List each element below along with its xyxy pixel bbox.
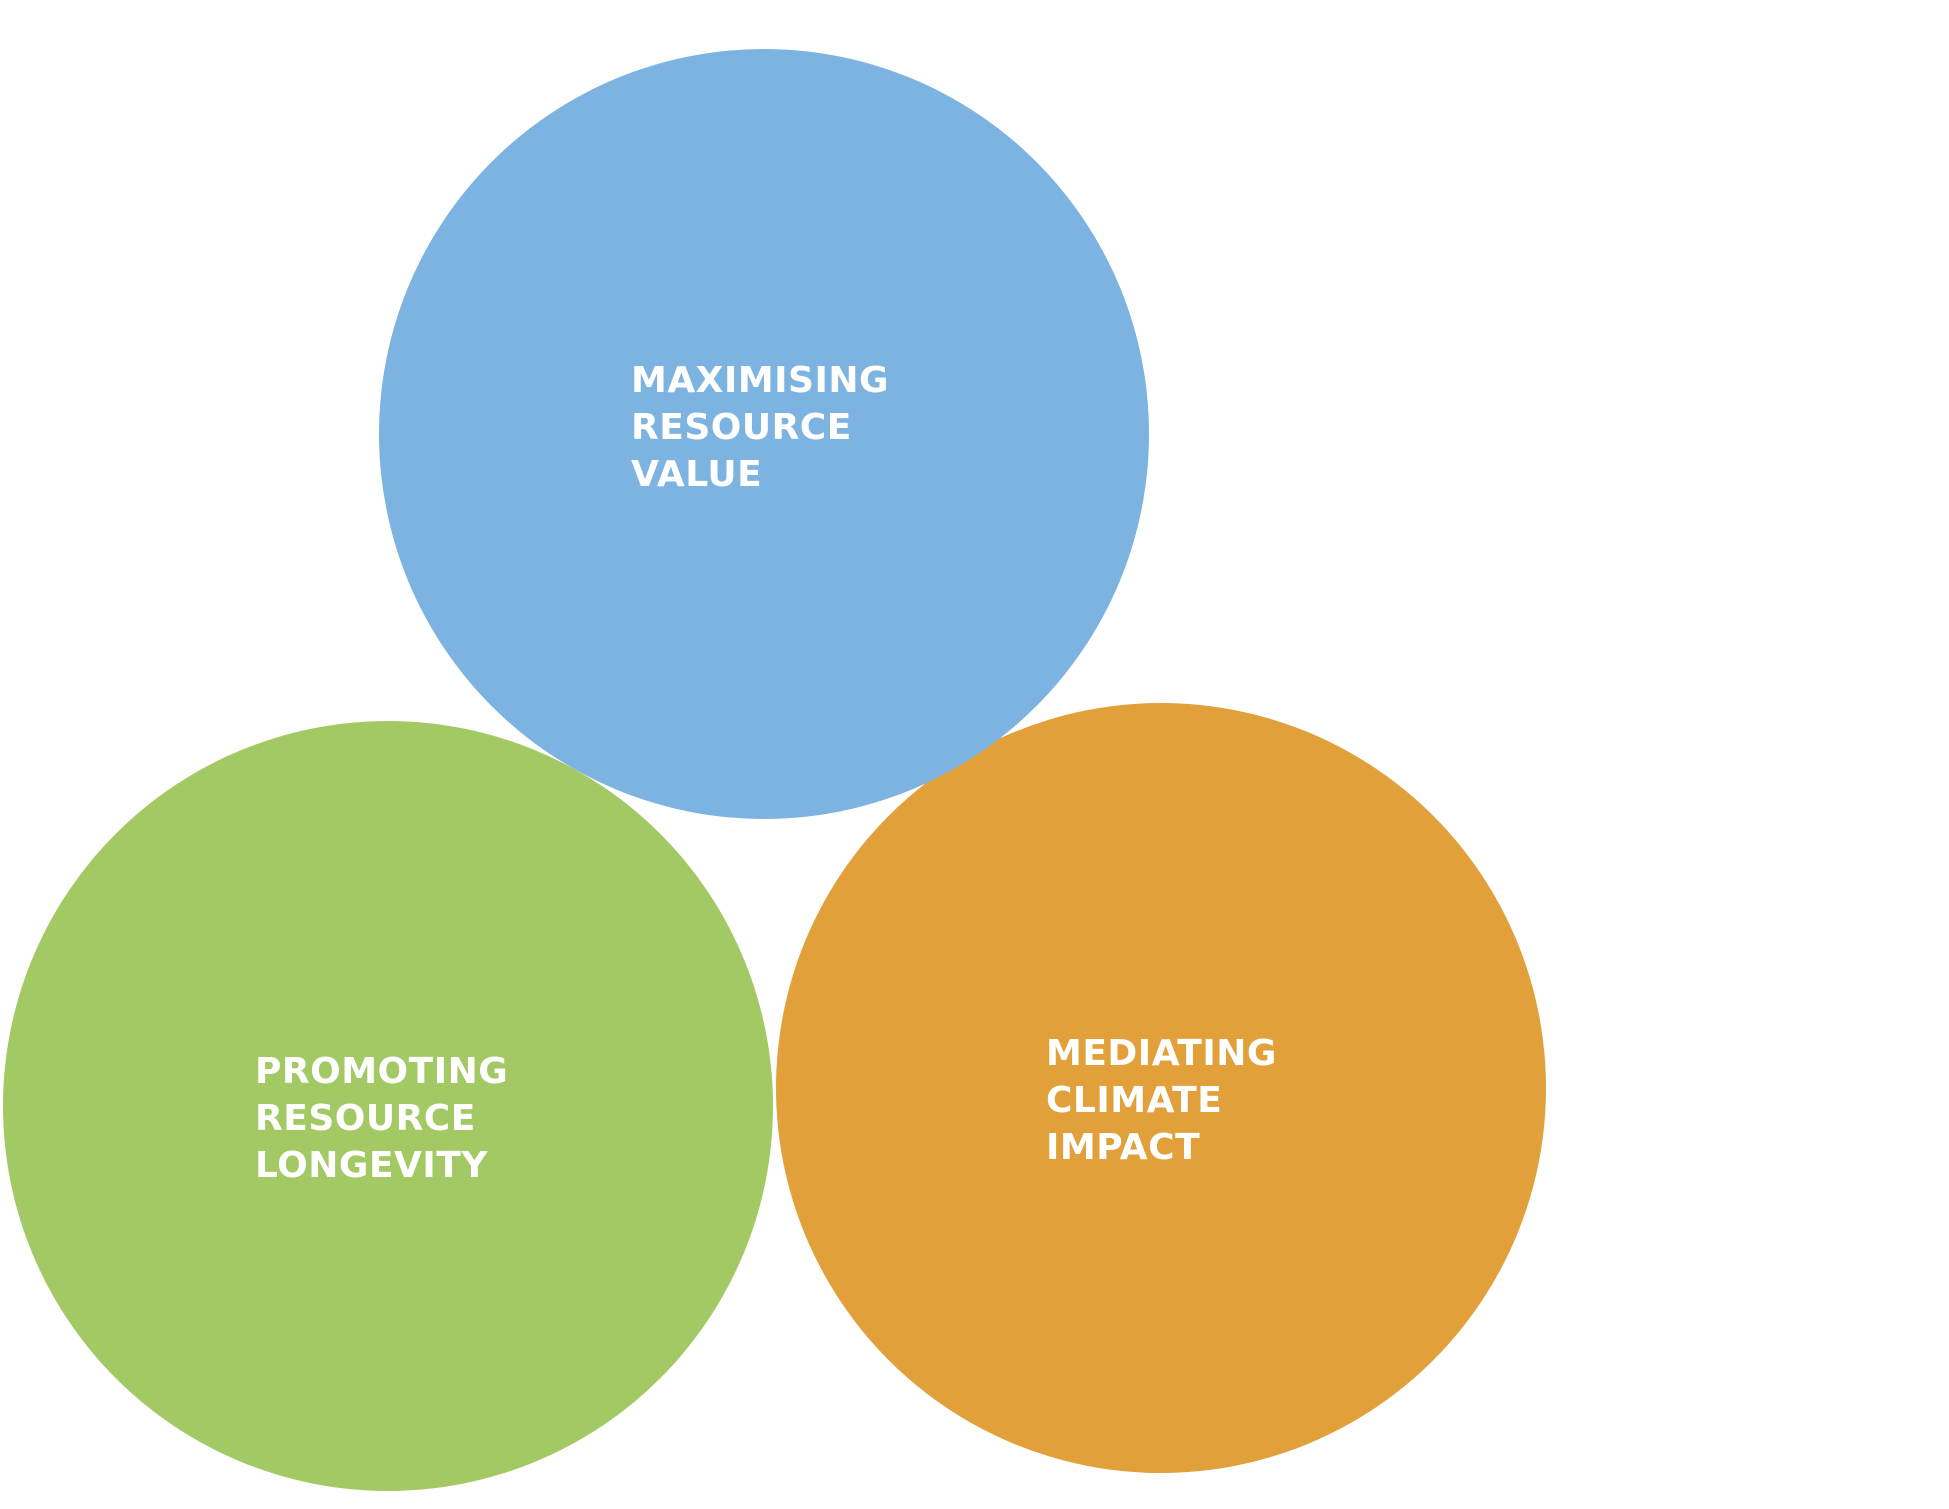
promoting-resource-longevity-label: PROMOTING RESOURCE LONGEVITY bbox=[255, 1048, 508, 1189]
mediating-climate-impact-circle: MEDIATING CLIMATE IMPACT bbox=[776, 703, 1546, 1473]
label-line: VALUE bbox=[631, 454, 763, 495]
label-line: LONGEVITY bbox=[255, 1145, 488, 1186]
promoting-resource-longevity-circle: PROMOTING RESOURCE LONGEVITY bbox=[3, 721, 773, 1491]
label-line: RESOURCE bbox=[631, 407, 852, 448]
label-line: IMPACT bbox=[1046, 1127, 1201, 1168]
label-line: RESOURCE bbox=[255, 1098, 476, 1139]
maximising-resource-value-circle: MAXIMISING RESOURCE VALUE bbox=[379, 49, 1149, 819]
mediating-climate-impact-label: MEDIATING CLIMATE IMPACT bbox=[1046, 1030, 1277, 1171]
label-line: CLIMATE bbox=[1046, 1080, 1223, 1121]
maximising-resource-value-label: MAXIMISING RESOURCE VALUE bbox=[631, 357, 889, 498]
label-line: MAXIMISING bbox=[631, 360, 890, 401]
label-line: MEDIATING bbox=[1046, 1033, 1277, 1074]
label-line: PROMOTING bbox=[255, 1051, 509, 1092]
